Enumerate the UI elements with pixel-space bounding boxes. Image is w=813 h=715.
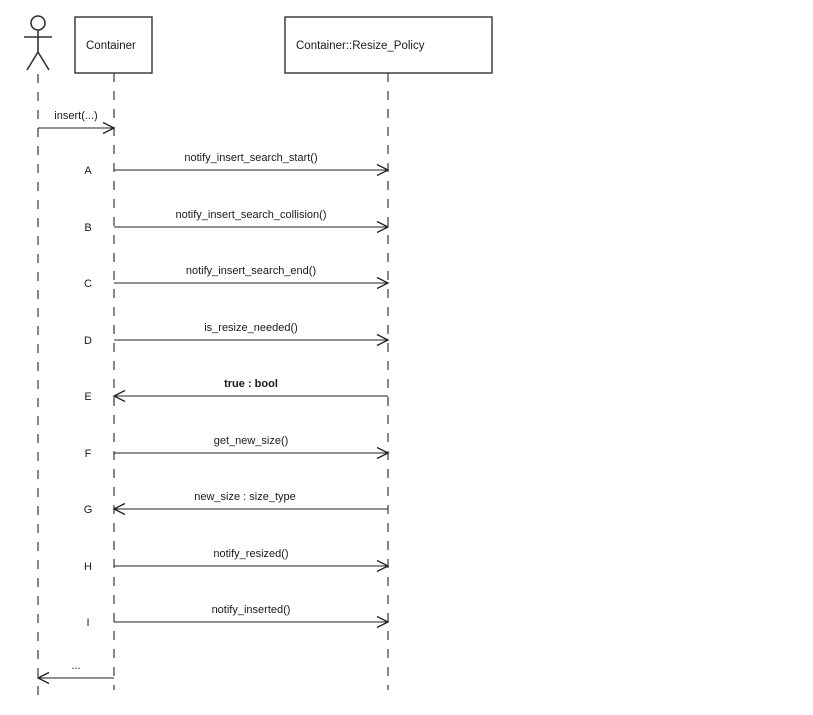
actor-figure bbox=[24, 15, 52, 71]
step-label-c: C bbox=[84, 278, 92, 290]
message-arrowhead bbox=[36, 671, 50, 685]
step-label-i: I bbox=[86, 617, 89, 629]
message-x10[interactable]: ... bbox=[36, 660, 114, 685]
message-label: notify_insert_search_collision() bbox=[175, 209, 326, 221]
messages-group: insert(...) notify_insert_search_start() A… bbox=[36, 110, 390, 685]
participant-box-resize_policy[interactable]: Container::Resize_Policy bbox=[284, 16, 493, 74]
message-arrowhead bbox=[376, 615, 390, 629]
participant-box-rect-container bbox=[74, 16, 153, 74]
message-x0[interactable]: insert(...) bbox=[38, 110, 116, 135]
message-arrowhead bbox=[102, 121, 116, 135]
lifelines-group bbox=[37, 73, 389, 700]
message-label: is_resize_needed() bbox=[204, 322, 298, 334]
message-arrowhead bbox=[112, 502, 126, 516]
message-a[interactable]: notify_insert_search_start() A bbox=[84, 152, 390, 177]
step-label-f: F bbox=[85, 448, 92, 460]
message-label: notify_insert_search_start() bbox=[184, 152, 317, 164]
step-label-e: E bbox=[84, 391, 91, 403]
step-label-a: A bbox=[84, 165, 92, 177]
participant-label-container: Container bbox=[86, 40, 136, 52]
step-label-g: G bbox=[84, 504, 93, 516]
message-arrowhead bbox=[112, 389, 126, 403]
message-arrowhead bbox=[376, 559, 390, 573]
message-i[interactable]: notify_inserted() I bbox=[86, 604, 390, 629]
message-label: ... bbox=[71, 660, 80, 672]
message-arrowhead bbox=[376, 163, 390, 177]
step-label-d: D bbox=[84, 335, 92, 347]
message-label: notify_inserted() bbox=[212, 604, 291, 616]
message-arrowhead bbox=[376, 446, 390, 460]
message-c[interactable]: notify_insert_search_end() C bbox=[84, 265, 390, 290]
message-label: true : bool bbox=[224, 378, 278, 390]
participant-box-rect-resize_policy bbox=[284, 16, 493, 74]
message-arrowhead bbox=[376, 220, 390, 234]
message-label: notify_resized() bbox=[213, 548, 288, 560]
message-d[interactable]: is_resize_needed() D bbox=[84, 322, 390, 347]
message-label: new_size : size_type bbox=[194, 491, 296, 503]
message-arrowhead bbox=[376, 333, 390, 347]
message-arrowhead bbox=[376, 276, 390, 290]
message-label: get_new_size() bbox=[214, 435, 289, 447]
step-label-b: B bbox=[84, 222, 91, 234]
message-h[interactable]: notify_resized() H bbox=[84, 548, 390, 573]
participant-boxes-group: Container Container::Resize_Policy bbox=[74, 16, 493, 74]
participant-label-resize_policy: Container::Resize_Policy bbox=[296, 40, 425, 52]
message-b[interactable]: notify_insert_search_collision() B bbox=[84, 209, 390, 234]
participant-box-container[interactable]: Container bbox=[74, 16, 153, 74]
message-label: notify_insert_search_end() bbox=[186, 265, 316, 277]
message-label: insert(...) bbox=[54, 110, 97, 122]
step-label-h: H bbox=[84, 561, 92, 573]
message-f[interactable]: get_new_size() F bbox=[85, 435, 390, 460]
